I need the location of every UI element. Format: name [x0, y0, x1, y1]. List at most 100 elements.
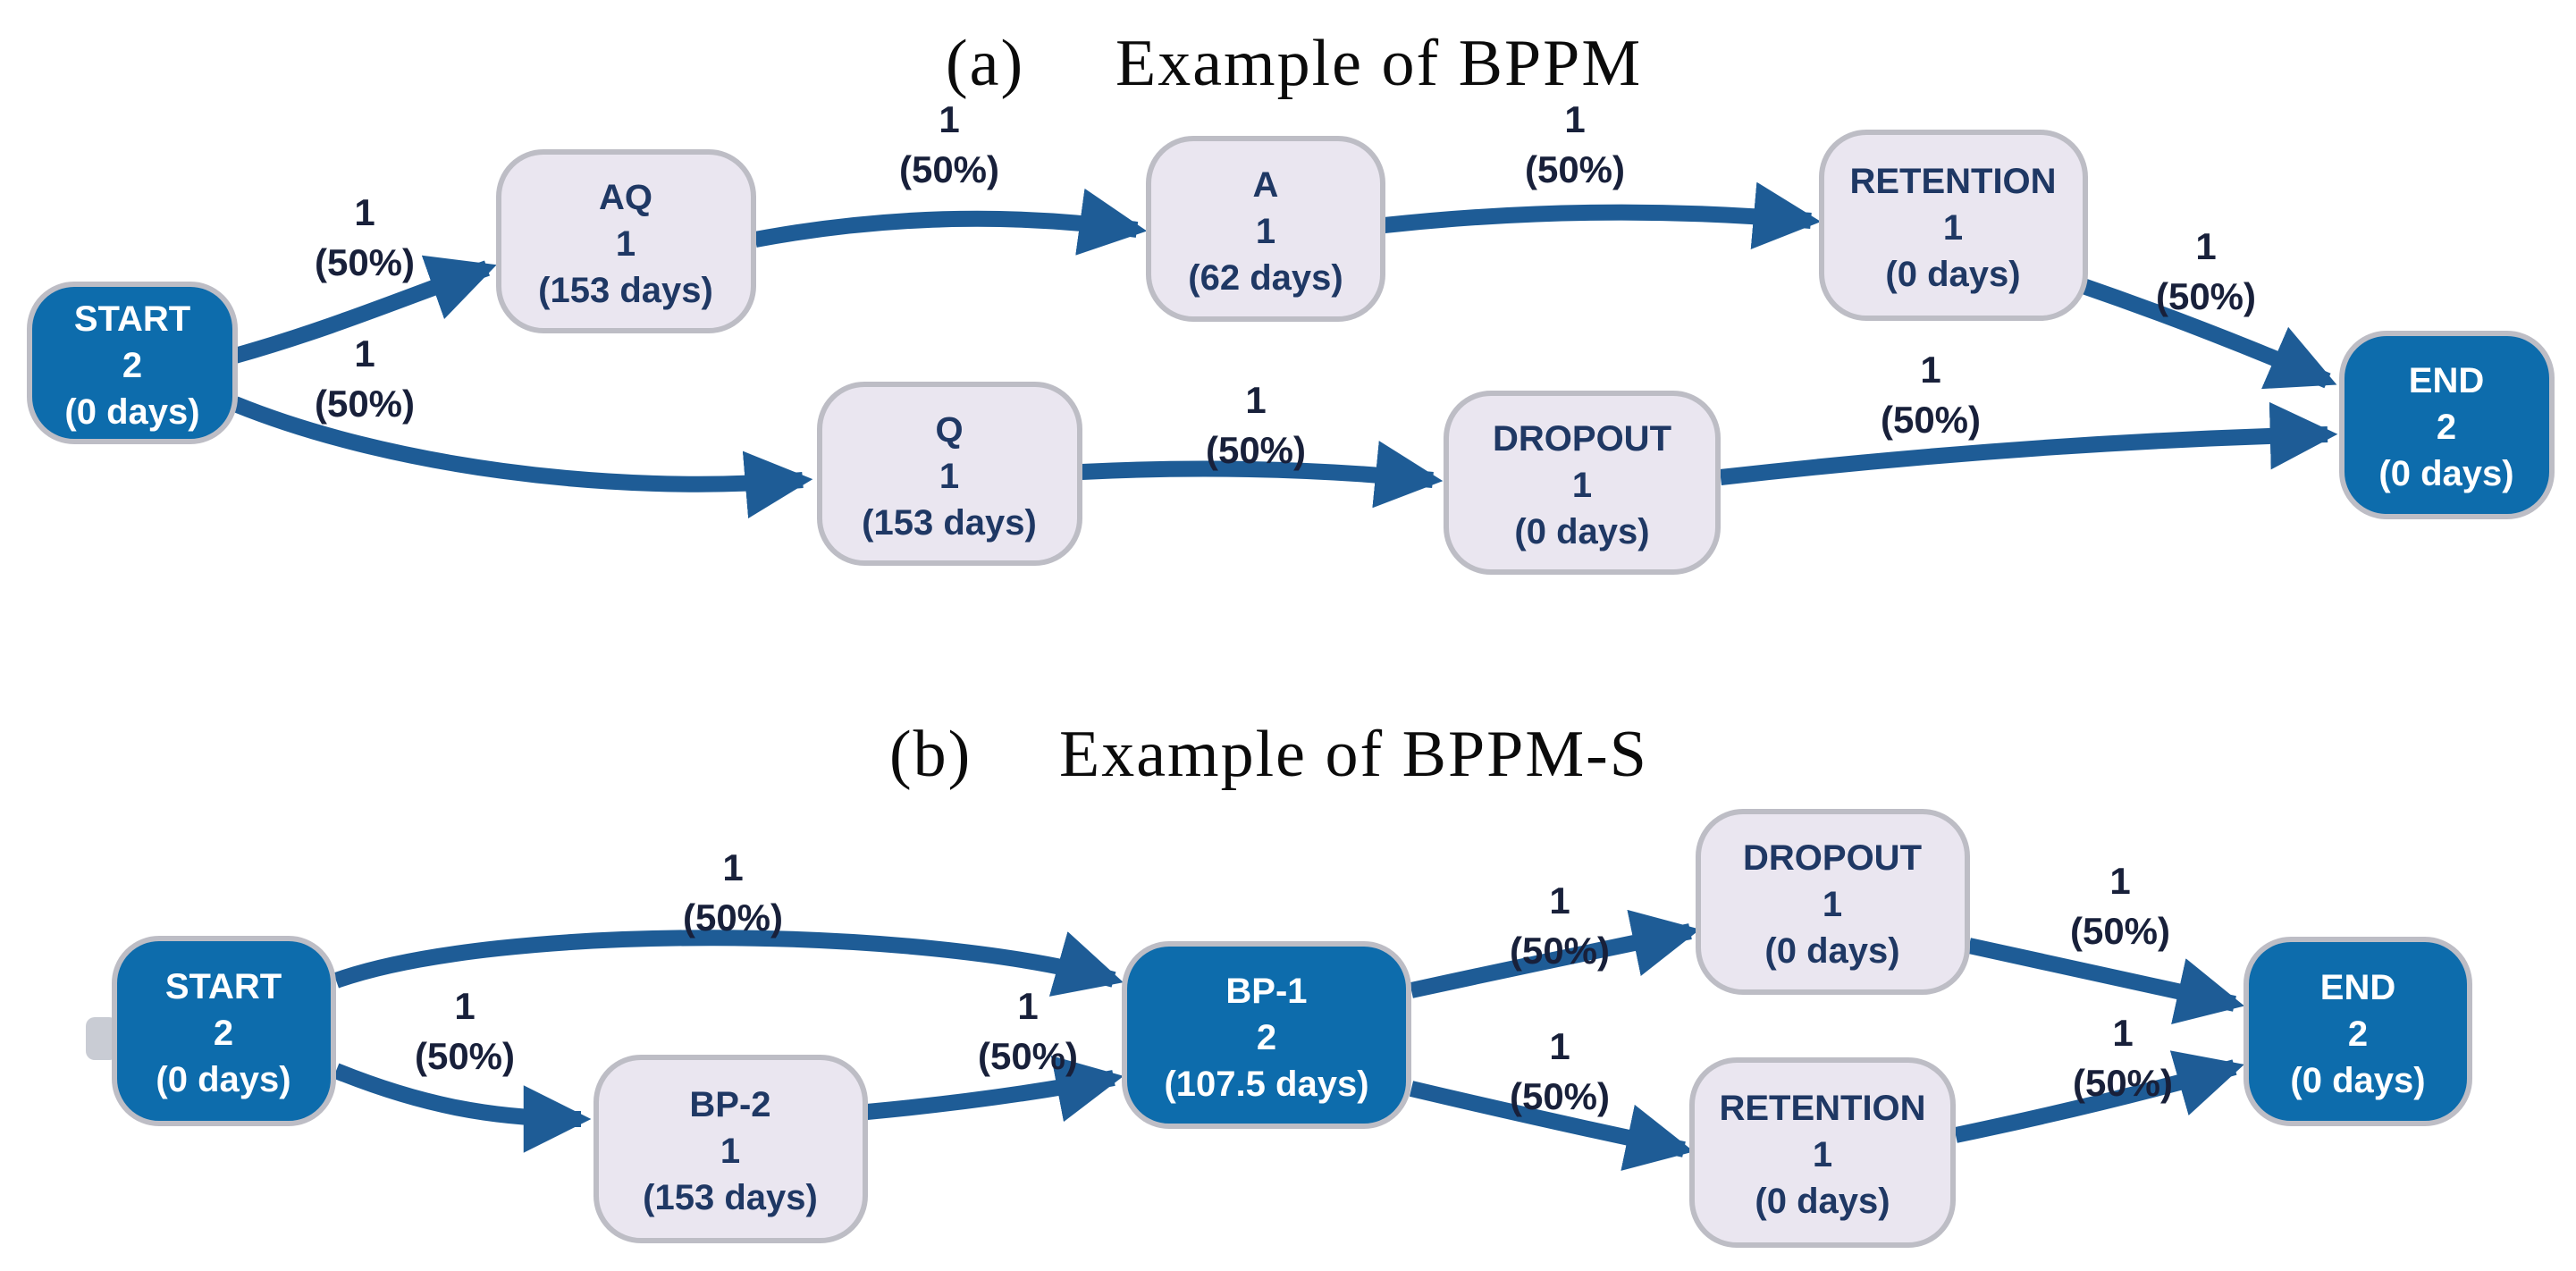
- panel-b-edge-labels: 1 (50%) 1 (50%) 1 (50%) 1 (50%) 1 (50%) …: [415, 846, 2173, 1117]
- svg-text:1: 1: [1256, 212, 1275, 251]
- edge-label-retention-end: 1 (50%): [2156, 225, 2256, 317]
- svg-text:1: 1: [2109, 860, 2130, 902]
- svg-text:(50%): (50%): [1881, 399, 1981, 441]
- svg-text:(50%): (50%): [1525, 148, 1625, 190]
- svg-text:(153 days): (153 days): [538, 271, 713, 310]
- edge-label-aq-a: 1 (50%): [899, 98, 999, 190]
- svg-text:1: 1: [354, 332, 375, 375]
- svg-text:(50%): (50%): [315, 383, 415, 425]
- svg-text:1: 1: [2112, 1012, 2133, 1054]
- svg-text:(50%): (50%): [2073, 1062, 2173, 1104]
- edge-label-retention-end-b: 1 (50%): [2073, 1012, 2173, 1104]
- svg-text:(50%): (50%): [683, 896, 783, 939]
- edge-label-start-aq: 1 (50%): [315, 191, 415, 283]
- node-b-start: START 2 (0 days): [112, 936, 336, 1126]
- edge-label-bp1-retention: 1 (50%): [1510, 1025, 1610, 1117]
- svg-text:1: 1: [722, 846, 743, 888]
- svg-text:(0 days): (0 days): [1885, 255, 2020, 294]
- svg-text:BP-1: BP-1: [1225, 972, 1307, 1011]
- svg-text:1: 1: [1549, 1025, 1570, 1067]
- svg-text:1: 1: [1813, 1135, 1832, 1174]
- svg-text:(0 days): (0 days): [2290, 1061, 2425, 1100]
- svg-text:1: 1: [1823, 885, 1842, 924]
- panel-b-caption: (b): [889, 718, 972, 791]
- svg-text:A: A: [1253, 165, 1279, 205]
- panel-b-edges: [333, 909, 2245, 1171]
- edge-label-bp1-dropout: 1 (50%): [1510, 880, 1610, 972]
- svg-text:(50%): (50%): [1206, 429, 1306, 471]
- edge-dropout-end-b: [1967, 938, 2245, 1025]
- svg-text:(0 days): (0 days): [1764, 931, 1899, 971]
- svg-text:(0 days): (0 days): [1755, 1182, 1890, 1221]
- svg-text:1: 1: [454, 985, 475, 1027]
- svg-text:RETENTION: RETENTION: [1719, 1089, 1925, 1128]
- svg-text:1: 1: [2195, 225, 2216, 267]
- svg-text:(0 days): (0 days): [156, 1060, 290, 1099]
- edge-label-dropout-end-b: 1 (50%): [2070, 860, 2170, 952]
- svg-text:(50%): (50%): [2156, 275, 2256, 317]
- edge-label-start-bp1: 1 (50%): [683, 846, 783, 939]
- svg-text:BP-2: BP-2: [689, 1085, 770, 1124]
- svg-text:END: END: [2320, 968, 2395, 1007]
- svg-text:RETENTION: RETENTION: [1849, 162, 2056, 201]
- svg-text:START: START: [74, 299, 190, 339]
- svg-text:1: 1: [1549, 880, 1570, 922]
- svg-text:(50%): (50%): [899, 148, 999, 190]
- svg-text:1: 1: [616, 224, 636, 264]
- svg-text:Q: Q: [935, 410, 963, 450]
- panel-a: (a) Example of BPPM 1 (50%) 1 (50%) 1: [27, 27, 2555, 575]
- panel-a-title: Example of BPPM: [1115, 27, 1642, 100]
- svg-text:1: 1: [1245, 379, 1266, 421]
- node-a-q: Q 1 (153 days): [817, 382, 1082, 566]
- edge-start-q: [232, 396, 813, 518]
- node-a-a: A 1 (62 days): [1146, 136, 1385, 322]
- svg-text:(153 days): (153 days): [862, 503, 1037, 543]
- svg-text:(50%): (50%): [2070, 910, 2170, 952]
- edge-label-start-bp2: 1 (50%): [415, 985, 515, 1077]
- svg-text:AQ: AQ: [599, 178, 652, 217]
- svg-text:(50%): (50%): [315, 241, 415, 283]
- svg-text:1: 1: [1564, 98, 1585, 140]
- panel-b-title: Example of BPPM-S: [1059, 718, 1648, 791]
- edge-label-bp2-bp1: 1 (50%): [978, 985, 1078, 1077]
- edge-dropout-end: [1719, 401, 2338, 485]
- svg-text:END: END: [2409, 361, 2484, 400]
- node-a-start: START 2 (0 days): [27, 282, 238, 444]
- edge-retention-end-b: [1954, 1050, 2244, 1143]
- node-a-dropout: DROPOUT 1 (0 days): [1444, 391, 1721, 575]
- svg-text:DROPOUT: DROPOUT: [1493, 419, 1671, 459]
- svg-text:(0 days): (0 days): [1514, 512, 1649, 551]
- svg-text:1: 1: [939, 98, 959, 140]
- edge-a-retention: [1384, 181, 1822, 249]
- edge-label-q-dropout: 1 (50%): [1206, 379, 1306, 471]
- edge-aq-a: [753, 188, 1148, 256]
- svg-text:(0 days): (0 days): [2378, 454, 2513, 493]
- svg-text:(107.5 days): (107.5 days): [1164, 1065, 1368, 1104]
- edge-label-a-retention: 1 (50%): [1525, 98, 1625, 190]
- edge-start-bp2: [333, 1063, 592, 1153]
- svg-text:(62 days): (62 days): [1188, 258, 1343, 298]
- svg-text:(153 days): (153 days): [643, 1178, 818, 1217]
- svg-text:1: 1: [1572, 466, 1592, 505]
- node-a-end: END 2 (0 days): [2339, 331, 2555, 519]
- panel-a-edges: [232, 181, 2338, 518]
- svg-text:1: 1: [354, 191, 375, 233]
- svg-text:1: 1: [720, 1132, 740, 1171]
- svg-text:1: 1: [1943, 208, 1963, 248]
- start-left-stub: [86, 1017, 118, 1060]
- panel-a-edge-labels: 1 (50%) 1 (50%) 1 (50%) 1 (50%) 1 (50%) …: [315, 98, 2256, 471]
- svg-text:(0 days): (0 days): [64, 392, 199, 432]
- node-b-bp1: BP-1 2 (107.5 days): [1122, 941, 1411, 1129]
- svg-text:1: 1: [1920, 349, 1940, 391]
- node-b-end: END 2 (0 days): [2243, 937, 2472, 1126]
- panel-b: (b) Example of BPPM-S 1 (50%) 1 (50%) 1: [86, 718, 2472, 1248]
- edge-bp1-retention: [1409, 1081, 1695, 1171]
- svg-text:(50%): (50%): [1510, 930, 1610, 972]
- svg-text:START: START: [165, 967, 282, 1006]
- svg-text:(50%): (50%): [978, 1035, 1078, 1077]
- svg-text:2: 2: [2437, 408, 2456, 447]
- node-b-bp2: BP-2 1 (153 days): [593, 1055, 868, 1243]
- edge-retention-end: [2075, 276, 2337, 390]
